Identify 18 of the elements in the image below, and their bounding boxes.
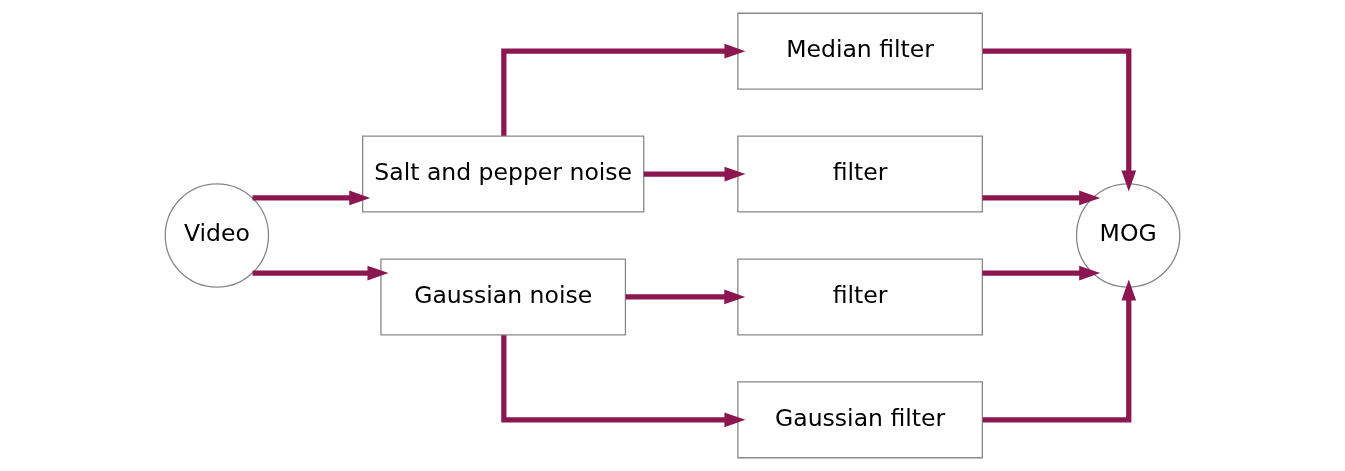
arrow bbox=[643, 166, 746, 182]
node-box: Gaussian filter bbox=[737, 381, 983, 459]
arrow bbox=[982, 279, 1137, 423]
node-circle: MOG bbox=[1075, 183, 1181, 288]
arrow bbox=[982, 48, 1137, 192]
arrow bbox=[982, 265, 1101, 281]
node-box: filter bbox=[737, 258, 983, 336]
arrow bbox=[252, 190, 371, 206]
arrow bbox=[501, 335, 746, 428]
node-box: Gaussian noise bbox=[380, 258, 627, 336]
node-circle: Video bbox=[164, 183, 270, 288]
node-box: Median filter bbox=[737, 12, 983, 90]
arrow bbox=[252, 265, 389, 281]
arrow bbox=[625, 289, 746, 305]
node-box: filter bbox=[737, 135, 983, 213]
node-box: Salt and pepper noise bbox=[362, 135, 645, 213]
arrow bbox=[501, 43, 746, 136]
arrow bbox=[982, 190, 1101, 206]
